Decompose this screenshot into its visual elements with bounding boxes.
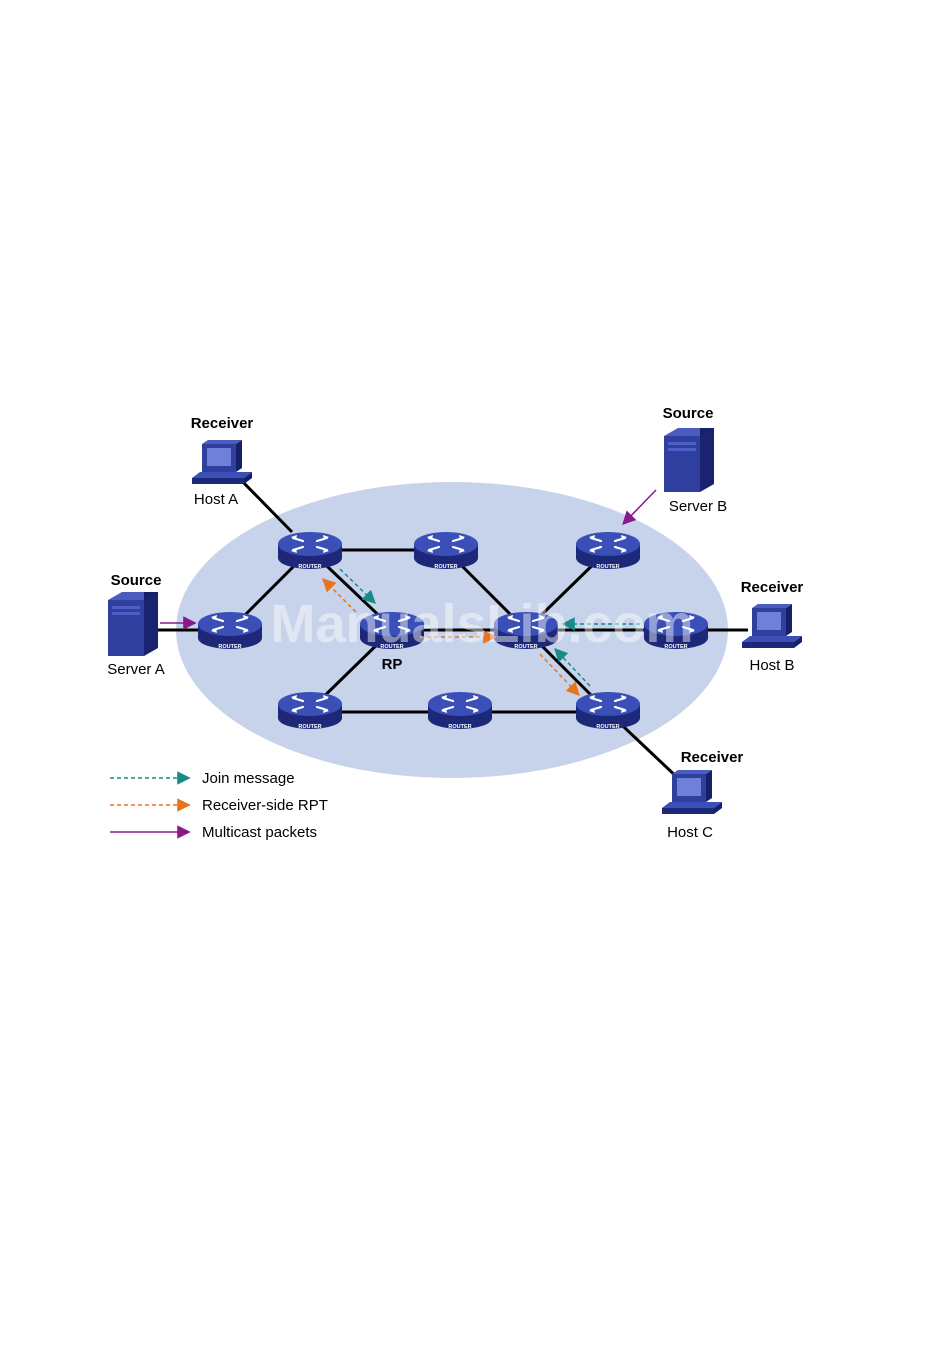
legend-label: Join message — [202, 770, 295, 787]
label-receiver-host-b: Receiver — [741, 579, 804, 596]
svg-text:ROUTER: ROUTER — [298, 564, 321, 570]
router-server-b-side: ROUTER — [576, 532, 640, 570]
legend-label: Receiver-side RPT — [202, 797, 328, 814]
host-b-pc-icon — [742, 604, 802, 648]
legend-item-multicast-packets: Multicast packets — [110, 824, 317, 841]
label-rp: RP — [382, 656, 403, 673]
router-top-middle: ROUTER — [414, 532, 478, 570]
label-host-b: Host B — [749, 657, 794, 674]
router-bottom-middle: ROUTER — [428, 692, 492, 730]
router-host-a-side: ROUTER — [278, 532, 342, 570]
svg-text:ROUTER: ROUTER — [448, 724, 471, 730]
server-a-icon — [108, 592, 158, 656]
watermark: ManualsLib.com — [270, 594, 693, 654]
router-host-c-side: ROUTER — [576, 692, 640, 730]
router-bottom-left: ROUTER — [278, 692, 342, 730]
legend-item-receiver-side-rpt: Receiver-side RPT — [110, 797, 328, 814]
legend-item-join-message: Join message — [110, 770, 295, 787]
host-c-pc-icon — [662, 770, 722, 814]
legend: Join message Receiver-side RPT Multicast… — [110, 770, 328, 841]
legend-label: Multicast packets — [202, 824, 317, 841]
label-host-c: Host C — [667, 824, 713, 841]
host-a-pc-icon — [192, 440, 252, 484]
label-host-a: Host A — [194, 491, 238, 508]
label-receiver-host-a: Receiver — [191, 415, 254, 432]
server-b-icon — [664, 428, 714, 492]
label-source-server-b: Source — [663, 405, 714, 422]
label-server-b: Server B — [669, 498, 727, 515]
svg-text:ROUTER: ROUTER — [434, 564, 457, 570]
label-server-a: Server A — [107, 661, 165, 678]
svg-text:ROUTER: ROUTER — [298, 724, 321, 730]
label-source-server-a: Source — [111, 572, 162, 589]
router-server-a-side: ROUTER — [198, 612, 262, 650]
svg-text:ROUTER: ROUTER — [596, 724, 619, 730]
label-receiver-host-c: Receiver — [681, 749, 744, 766]
svg-text:ROUTER: ROUTER — [218, 644, 241, 650]
svg-text:ROUTER: ROUTER — [596, 564, 619, 570]
